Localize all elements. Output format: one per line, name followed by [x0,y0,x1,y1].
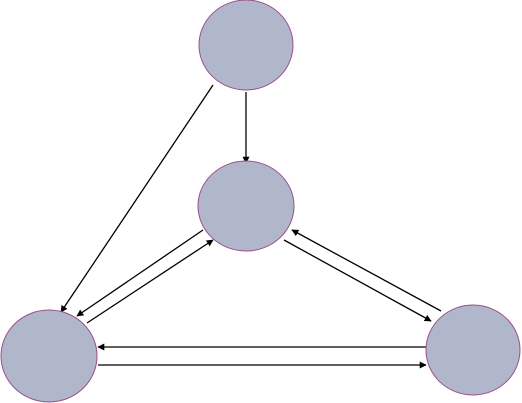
edges-layer [60,84,442,369]
edge-middle-to-bottom-left [76,229,204,317]
node-top [198,0,294,91]
edge-bottom-right-to-middle [291,229,442,312]
edge-middle-to-bottom-right [283,239,432,322]
node-bottom-left [0,309,98,403]
edge-top-to-bottom-left [60,84,214,313]
edge-bottom-left-to-middle [86,239,214,324]
node-bottom-right [425,304,521,396]
node-middle [197,160,295,252]
